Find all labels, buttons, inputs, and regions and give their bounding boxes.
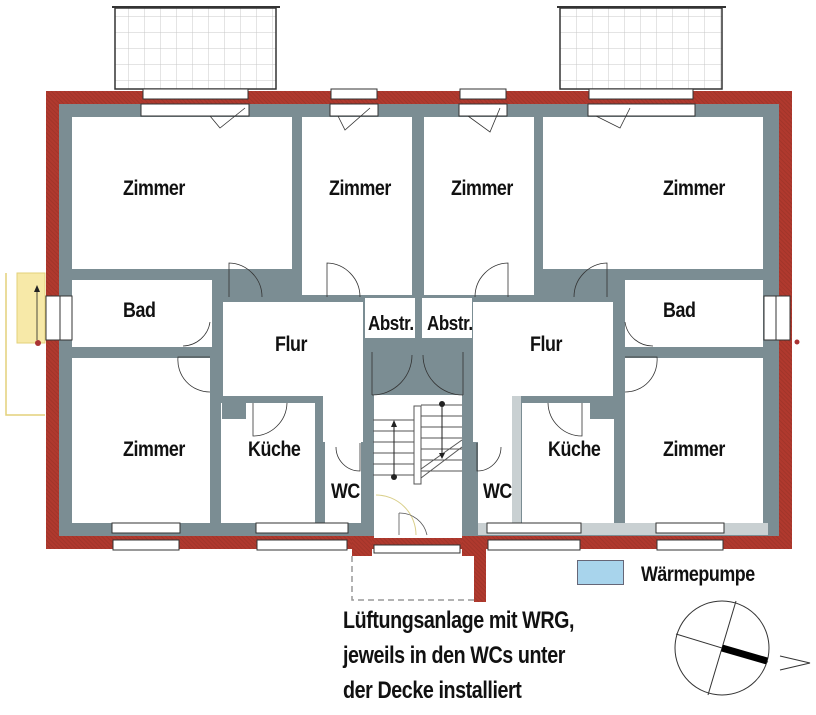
ventilation-note: Lüftungsanlage mit WRG, jeweils in den W… bbox=[343, 603, 575, 708]
room-zimmer-top-mid-right bbox=[424, 117, 534, 295]
label-kueche-left: Küche bbox=[248, 438, 301, 461]
terrace-right bbox=[557, 6, 726, 90]
note-line-3: der Decke installiert bbox=[343, 677, 522, 704]
heat-pump-label: Wärmepumpe bbox=[641, 563, 755, 586]
entrance-wall-right bbox=[462, 536, 486, 556]
label-flur-right: Flur bbox=[530, 333, 563, 356]
label-abstr-right: Abstr. bbox=[427, 313, 473, 335]
room-zimmer-top-mid-left bbox=[302, 117, 412, 295]
room-zimmer-top-right bbox=[543, 117, 763, 269]
label-zimmer-bottom-right: Zimmer bbox=[663, 438, 725, 461]
room-zimmer-bottom-left bbox=[72, 358, 210, 523]
room-zimmer-top-left bbox=[72, 117, 292, 269]
column-left bbox=[222, 403, 246, 419]
label-zimmer-top-mid-left: Zimmer bbox=[329, 177, 391, 200]
room-wc-right bbox=[478, 442, 512, 523]
room-flur-left-ext bbox=[323, 352, 363, 442]
label-wc-left: WC bbox=[331, 480, 360, 503]
room-abstr-left bbox=[365, 298, 415, 338]
wall-light-right bbox=[512, 396, 521, 526]
entrance-wall-left bbox=[352, 536, 372, 556]
label-abstr-left: Abstr. bbox=[368, 313, 414, 335]
room-wc-left bbox=[325, 442, 361, 523]
label-flur-left: Flur bbox=[275, 333, 308, 356]
terrace-left bbox=[112, 6, 280, 90]
label-wc-right: WC bbox=[483, 480, 512, 503]
room-flur-right-ext bbox=[473, 352, 513, 442]
label-zimmer-bottom-left: Zimmer bbox=[123, 438, 185, 461]
label-zimmer-top-left: Zimmer bbox=[123, 177, 185, 200]
room-zimmer-bottom-right bbox=[625, 358, 763, 523]
note-line-1: Lüftungsanlage mit WRG, bbox=[343, 607, 575, 634]
label-kueche-right: Küche bbox=[548, 438, 601, 461]
room-abstr-right bbox=[422, 298, 472, 338]
label-bad-right: Bad bbox=[663, 299, 696, 322]
column-right bbox=[590, 403, 614, 419]
heat-pump-icon bbox=[577, 560, 624, 585]
entrance-ramp-left bbox=[5, 272, 46, 416]
note-line-2: jeweils in den WCs unter bbox=[343, 642, 565, 669]
label-bad-left: Bad bbox=[123, 299, 156, 322]
label-zimmer-top-mid-right: Zimmer bbox=[451, 177, 513, 200]
room-bad-left bbox=[72, 280, 212, 347]
compass-icon bbox=[674, 600, 811, 696]
entrance-side-wall bbox=[474, 556, 486, 602]
room-kueche-right bbox=[522, 403, 614, 523]
label-zimmer-top-right: Zimmer bbox=[663, 177, 725, 200]
room-kueche-left bbox=[221, 403, 315, 523]
room-bad-right bbox=[625, 280, 763, 347]
